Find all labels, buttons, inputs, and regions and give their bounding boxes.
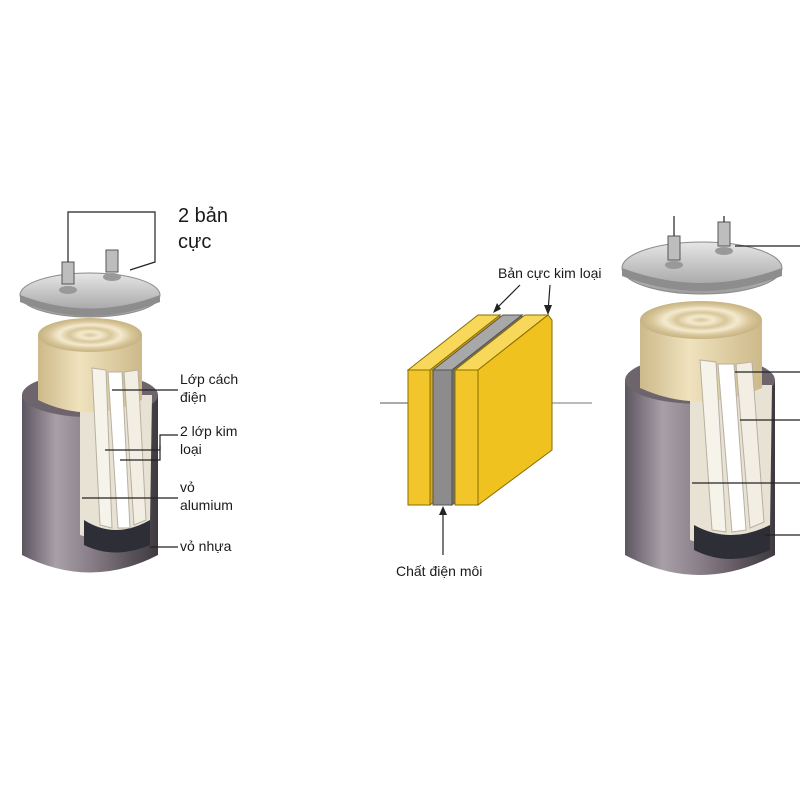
dielectric-front (432, 369, 453, 506)
leader-metal-2 (120, 445, 161, 461)
can-bottom-dark (84, 520, 150, 553)
label-metal-1: 2 lớp kim (180, 423, 237, 439)
right-foil-1 (699, 359, 727, 533)
label-electrodes-1: 2 bản (178, 205, 228, 227)
right-capacitor (621, 216, 800, 575)
lid-edge (20, 295, 160, 316)
label-metal-2: loại (180, 441, 202, 457)
right-terminal-right-base (715, 247, 733, 255)
right-can-bottom (694, 525, 770, 559)
label-dielectric: Chất điện môi (396, 563, 482, 579)
left-plate-front (407, 369, 431, 506)
right-lid-edge (622, 268, 782, 291)
label-metal-plates: Bản cực kim loại (498, 265, 602, 281)
terminal-left (61, 261, 75, 285)
label-aluminum-1: vỏ (180, 479, 195, 495)
right-terminal-left (667, 235, 681, 261)
right-terminal-left-base (665, 261, 683, 269)
foil-strip-3 (123, 369, 147, 526)
leader-plates-1 (494, 284, 521, 311)
right-foil-3 (735, 361, 765, 529)
leader-metal-1 (105, 434, 178, 451)
left-capacitor: 2 bản cực Lớp cách điện 2 lớp kim loại v… (19, 205, 238, 573)
arrow-plates-1 (493, 303, 501, 313)
label-insulation-1: Lớp cách (180, 371, 238, 387)
arrow-plates-2 (544, 305, 552, 315)
plate-model: Bản cực kim loại Chất điện môi (380, 265, 602, 579)
arrow-dielectric (439, 506, 447, 515)
label-insulation-2: điện (180, 389, 206, 405)
label-aluminum-2: alumium (180, 497, 233, 513)
terminal-left-base (59, 286, 77, 294)
foil-strip-1 (91, 367, 113, 529)
terminal-right (105, 249, 119, 273)
terminal-right-base (103, 273, 121, 281)
right-roll-spiral (640, 301, 762, 339)
right-terminal-right (717, 221, 731, 247)
label-plastic: vỏ nhựa (180, 538, 232, 554)
right-plate-front (454, 369, 479, 506)
right-plate-side (477, 314, 553, 506)
right-foil-2 (717, 363, 747, 533)
leader-electrodes (67, 211, 156, 271)
roll-spiral-top (38, 318, 142, 352)
label-electrodes-2: cực (178, 231, 211, 253)
